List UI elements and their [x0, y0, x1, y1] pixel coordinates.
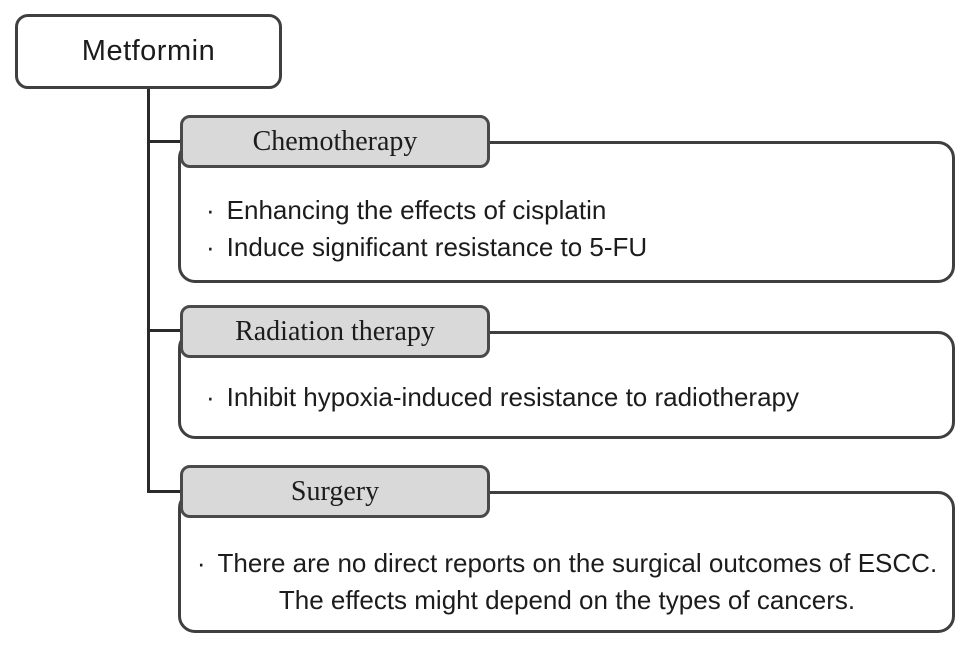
- section-header-label: Surgery: [290, 475, 380, 507]
- branch-connector-radiation-therapy: [147, 329, 181, 332]
- section-header-label: Chemotherapy: [252, 125, 418, 157]
- section-bullets-radiation-therapy: · Inhibit hypoxia-induced resistance to r…: [206, 379, 946, 416]
- bullet-text: Enhancing the effects of cisplatin: [226, 195, 607, 225]
- bullet-dot-icon: ·: [196, 548, 206, 578]
- bullet-text: Inhibit hypoxia-induced resistance to ra…: [226, 382, 800, 412]
- bullet-item: · Inhibit hypoxia-induced resistance to r…: [206, 379, 946, 416]
- bullet-item: · Enhancing the effects of cisplatin: [206, 192, 946, 229]
- section-header-label: Radiation therapy: [235, 315, 435, 347]
- bullet-dot-icon: ·: [206, 232, 215, 262]
- branch-connector-chemotherapy: [147, 140, 181, 143]
- bullet-text: Induce significant resistance to 5-FU: [226, 232, 648, 262]
- bullet-dot-icon: ·: [206, 195, 215, 225]
- bullet-item: · There are no direct reports on the surg…: [186, 545, 948, 619]
- section-bullets-surgery: · There are no direct reports on the surg…: [186, 545, 948, 619]
- bullet-dot-icon: ·: [206, 382, 215, 412]
- section-header-chemotherapy: Chemotherapy: [180, 115, 490, 168]
- section-bullets-chemotherapy: · Enhancing the effects of cisplatin · Ind…: [206, 192, 946, 266]
- root-node-metformin: Metformin: [15, 14, 282, 89]
- section-header-radiation-therapy: Radiation therapy: [180, 305, 490, 358]
- bullet-text: There are no direct reports on the surgi…: [217, 548, 938, 615]
- branch-connector-surgery: [147, 490, 181, 493]
- trunk-connector-line: [147, 89, 150, 493]
- section-header-surgery: Surgery: [180, 465, 490, 518]
- root-node-label: Metformin: [81, 35, 216, 67]
- bullet-item: · Induce significant resistance to 5-FU: [206, 229, 946, 266]
